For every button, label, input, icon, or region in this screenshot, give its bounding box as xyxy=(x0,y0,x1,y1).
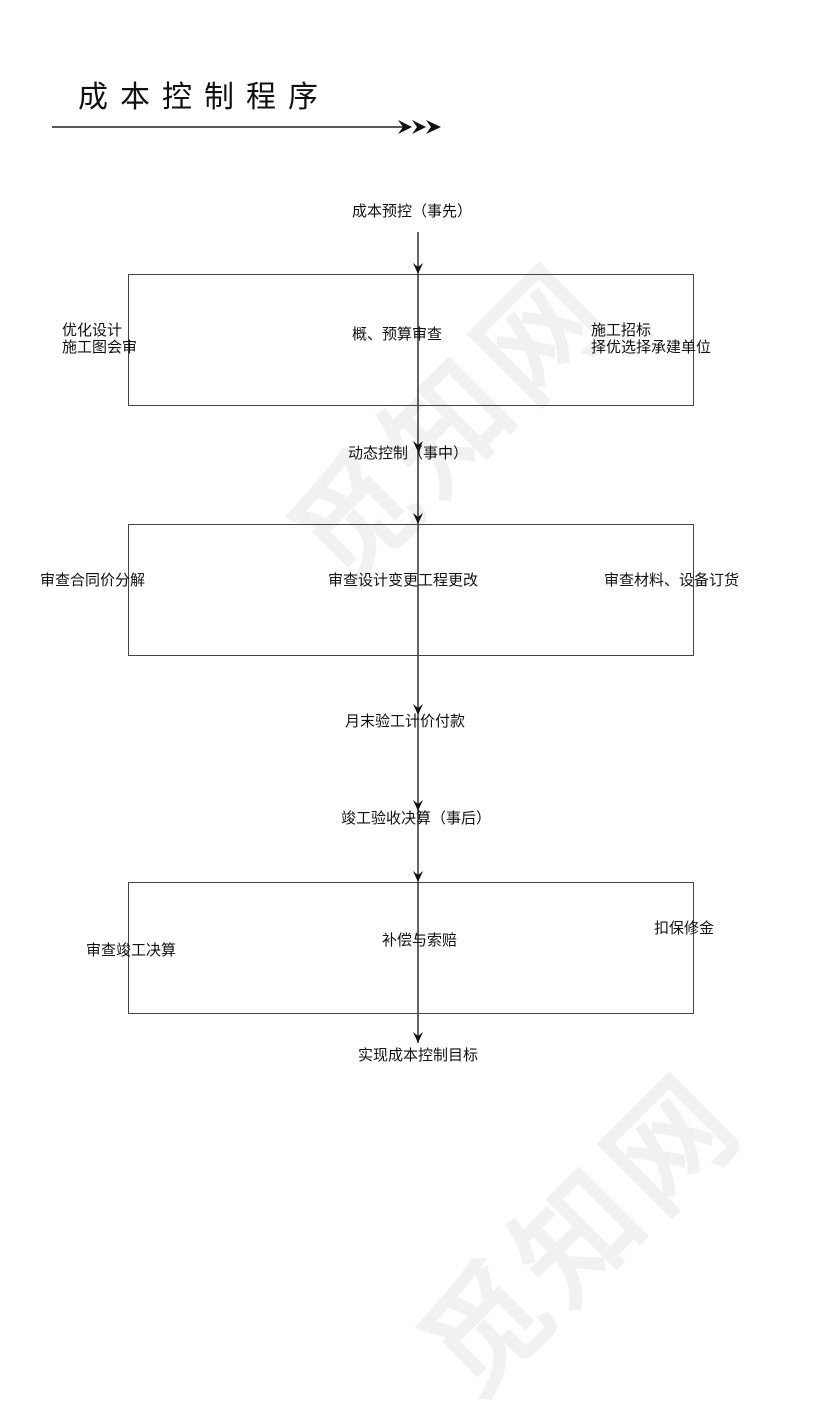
stage-preventive-label: 成本预控（事先） xyxy=(352,202,473,220)
box3-right: 扣保修金 xyxy=(654,919,715,937)
flow-lines xyxy=(52,120,441,1043)
box3-left: 审查竣工决算 xyxy=(86,941,177,959)
box2-left: 审查合同价分解 xyxy=(40,571,146,589)
stage-dynamic-label: 动态控制（事中） xyxy=(348,444,469,462)
stage-settlement-box xyxy=(128,882,694,1014)
stage-settlement-label: 竣工验收决算（事后） xyxy=(341,809,492,827)
box1-left-line1: 优化设计 xyxy=(62,321,123,339)
stage-preventive-box xyxy=(128,274,694,406)
box2-center: 审查设计变更工程更改 xyxy=(328,571,479,589)
box2-right: 审查材料、设备订货 xyxy=(604,571,740,589)
stage-dynamic-box xyxy=(128,524,694,656)
triple-arrow-icon xyxy=(398,120,441,134)
page-title: 成本控制程序 xyxy=(78,80,330,115)
monthly-payment-label: 月末验工计价付款 xyxy=(345,712,466,730)
box3-center: 补偿与索赔 xyxy=(382,931,458,949)
box1-right-line2: 择优选择承建单位 xyxy=(591,338,712,356)
box1-center: 概、预算审查 xyxy=(352,325,443,343)
box1-left-line2: 施工图会审 xyxy=(62,338,138,356)
goal-label: 实现成本控制目标 xyxy=(358,1046,479,1064)
box1-right-line1: 施工招标 xyxy=(591,321,652,339)
